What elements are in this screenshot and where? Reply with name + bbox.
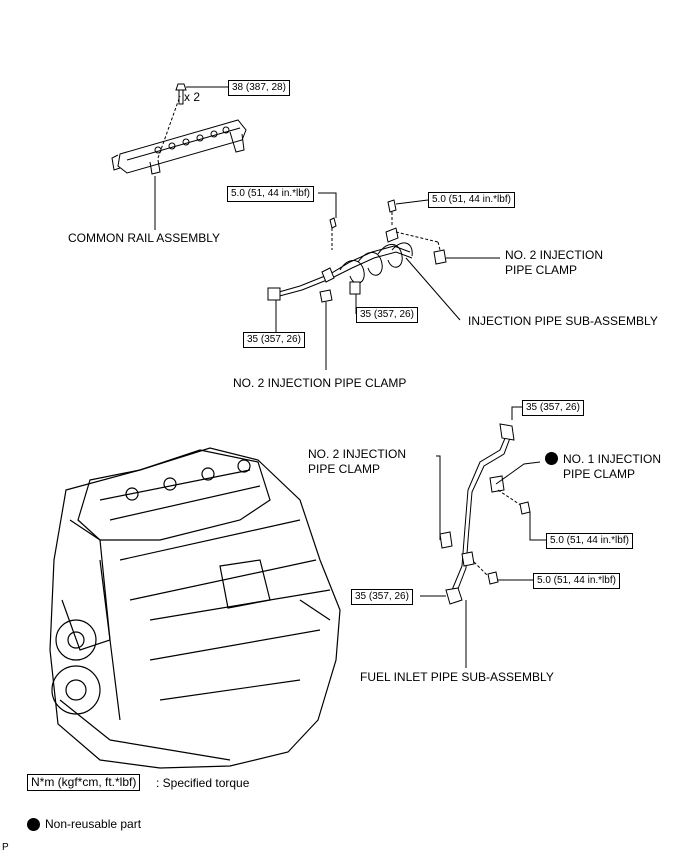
legend-torque-desc: : Specified torque <box>156 776 250 790</box>
common-rail-assembly <box>111 95 247 230</box>
label-injection-pipe-sub-assembly: INJECTION PIPE SUB-ASSEMBLY <box>468 314 658 328</box>
torque-clamp-bolt-left: 5.0 (51, 44 in.*lbf) <box>227 186 314 202</box>
figure-code: P <box>2 842 9 853</box>
torque-no1-clamp-bolt: 5.0 (51, 44 in.*lbf) <box>546 533 633 549</box>
torque-inj-pipe-nut-mid: 35 (357, 26) <box>356 307 418 323</box>
label-fuel-inlet-pipe-sub-assembly: FUEL INLET PIPE SUB-ASSEMBLY <box>360 670 554 684</box>
label-no2-clamp-fuel-l1: NO. 2 INJECTION <box>308 447 407 461</box>
label-no2-clamp-top-l2: PIPE CLAMP <box>505 263 578 277</box>
label-no1-clamp-l2: PIPE CLAMP <box>563 467 636 481</box>
torque-inj-pipe-nut-left: 35 (357, 26) <box>243 332 305 348</box>
legend-torque-unit: N*m (kgf*cm, ft.*lbf) <box>27 774 141 791</box>
torque-fuel-pipe-bottom-nut: 35 (357, 26) <box>351 589 413 605</box>
legend-nonreusable-dot <box>27 818 40 831</box>
label-no2-clamp-bottom: NO. 2 INJECTION PIPE CLAMP <box>233 376 407 390</box>
common-rail-bolt <box>175 83 228 105</box>
injection-pipe-assembly <box>267 192 500 370</box>
bolt-quantity: x 2 <box>184 90 201 104</box>
fuel-inlet-pipe-assembly <box>420 406 546 668</box>
nonreusable-dot <box>545 452 558 465</box>
label-common-rail-assembly: COMMON RAIL ASSEMBLY <box>68 231 221 245</box>
torque-lower-clamp-bolt: 5.0 (51, 44 in.*lbf) <box>533 573 620 589</box>
torque-clamp-bolt-right: 5.0 (51, 44 in.*lbf) <box>428 192 515 208</box>
torque-common-rail-bolt: 38 (387, 28) <box>228 80 290 96</box>
label-no1-clamp-l1: NO. 1 INJECTION <box>563 452 662 466</box>
legend-nonreusable-desc: Non-reusable part <box>45 817 142 831</box>
torque-fuel-pipe-top-nut: 35 (357, 26) <box>522 400 584 416</box>
label-no2-clamp-fuel-l2: PIPE CLAMP <box>308 462 381 476</box>
engine-block <box>49 447 341 769</box>
label-no2-clamp-top-l1: NO. 2 INJECTION <box>505 248 604 262</box>
